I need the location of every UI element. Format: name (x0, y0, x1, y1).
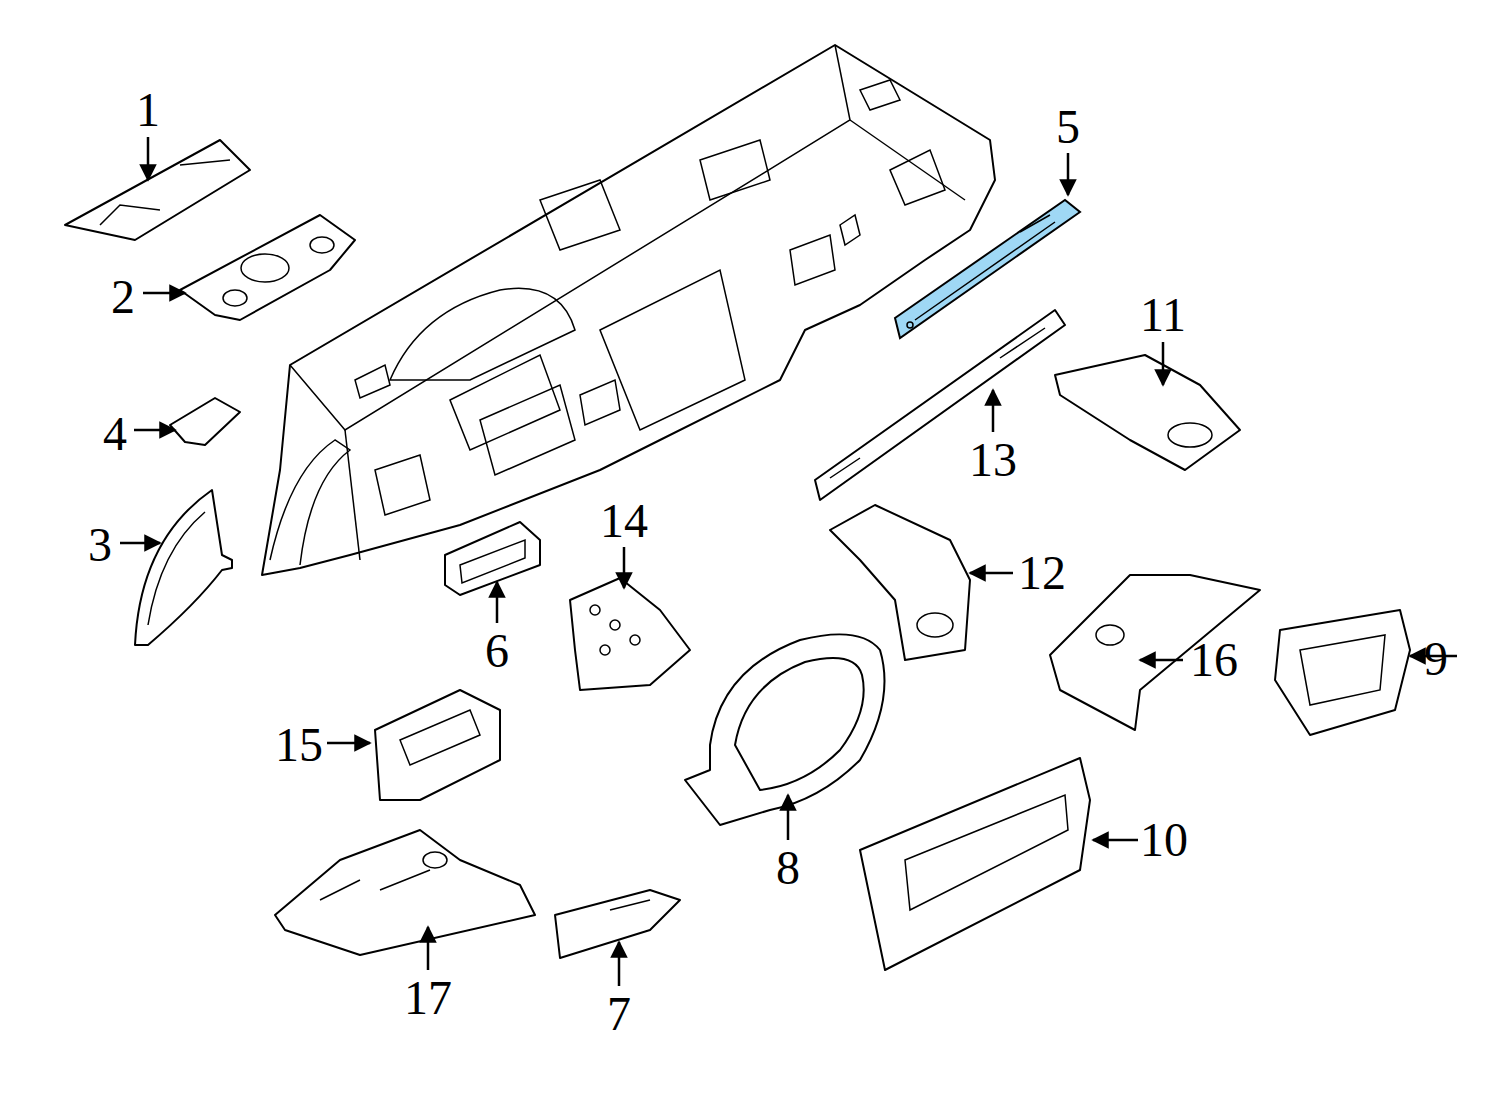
callout-number: 10 (1140, 816, 1188, 864)
callout-text: 4 (103, 407, 127, 460)
part-2 (180, 215, 355, 320)
part-1 (65, 140, 250, 240)
callout-number: 4 (103, 410, 127, 458)
part-13 (815, 310, 1065, 500)
part-4 (170, 398, 240, 445)
callout-number: 8 (776, 844, 800, 892)
callout-text: 13 (969, 433, 1017, 486)
part-3 (135, 490, 232, 645)
callout-text: 2 (111, 270, 135, 323)
callout-number: 12 (1018, 549, 1066, 597)
callout-number: 5 (1056, 103, 1080, 151)
callout-number: 16 (1190, 636, 1238, 684)
part-10 (860, 758, 1090, 970)
callout-text: 16 (1190, 633, 1238, 686)
part-11 (1055, 355, 1240, 470)
callout-text: 5 (1056, 100, 1080, 153)
callout-number: 9 (1424, 635, 1448, 683)
callout-number: 1 (136, 86, 160, 134)
callout-text: 9 (1424, 632, 1448, 685)
callout-text: 14 (600, 494, 648, 547)
callout-text: 10 (1140, 813, 1188, 866)
callout-number: 13 (969, 436, 1017, 484)
part-17 (275, 830, 535, 955)
callout-text: 17 (404, 971, 452, 1024)
part-8 (685, 634, 885, 825)
callout-text: 3 (88, 518, 112, 571)
callout-number: 2 (111, 273, 135, 321)
callout-text: 7 (607, 987, 631, 1040)
callout-number: 14 (600, 497, 648, 545)
callout-number: 17 (404, 974, 452, 1022)
part-15 (375, 690, 500, 800)
part-9 (1275, 610, 1410, 735)
callout-text: 6 (485, 624, 509, 677)
callout-number: 3 (88, 521, 112, 569)
part-14 (570, 578, 690, 690)
callout-number: 6 (485, 627, 509, 675)
part-6 (445, 522, 540, 595)
dashboard-panel (262, 45, 995, 575)
callout-text: 12 (1018, 546, 1066, 599)
callout-text: 11 (1140, 288, 1186, 341)
callout-number: 15 (275, 721, 323, 769)
part-16 (1050, 575, 1260, 730)
callout-number: 11 (1140, 291, 1186, 339)
leader-arrows (120, 137, 1457, 986)
callout-text: 8 (776, 841, 800, 894)
callout-text: 15 (275, 718, 323, 771)
part-12 (830, 505, 970, 660)
callout-number: 7 (607, 990, 631, 1038)
callout-text: 1 (136, 83, 160, 136)
part-7 (555, 890, 680, 958)
parts (65, 140, 1410, 970)
